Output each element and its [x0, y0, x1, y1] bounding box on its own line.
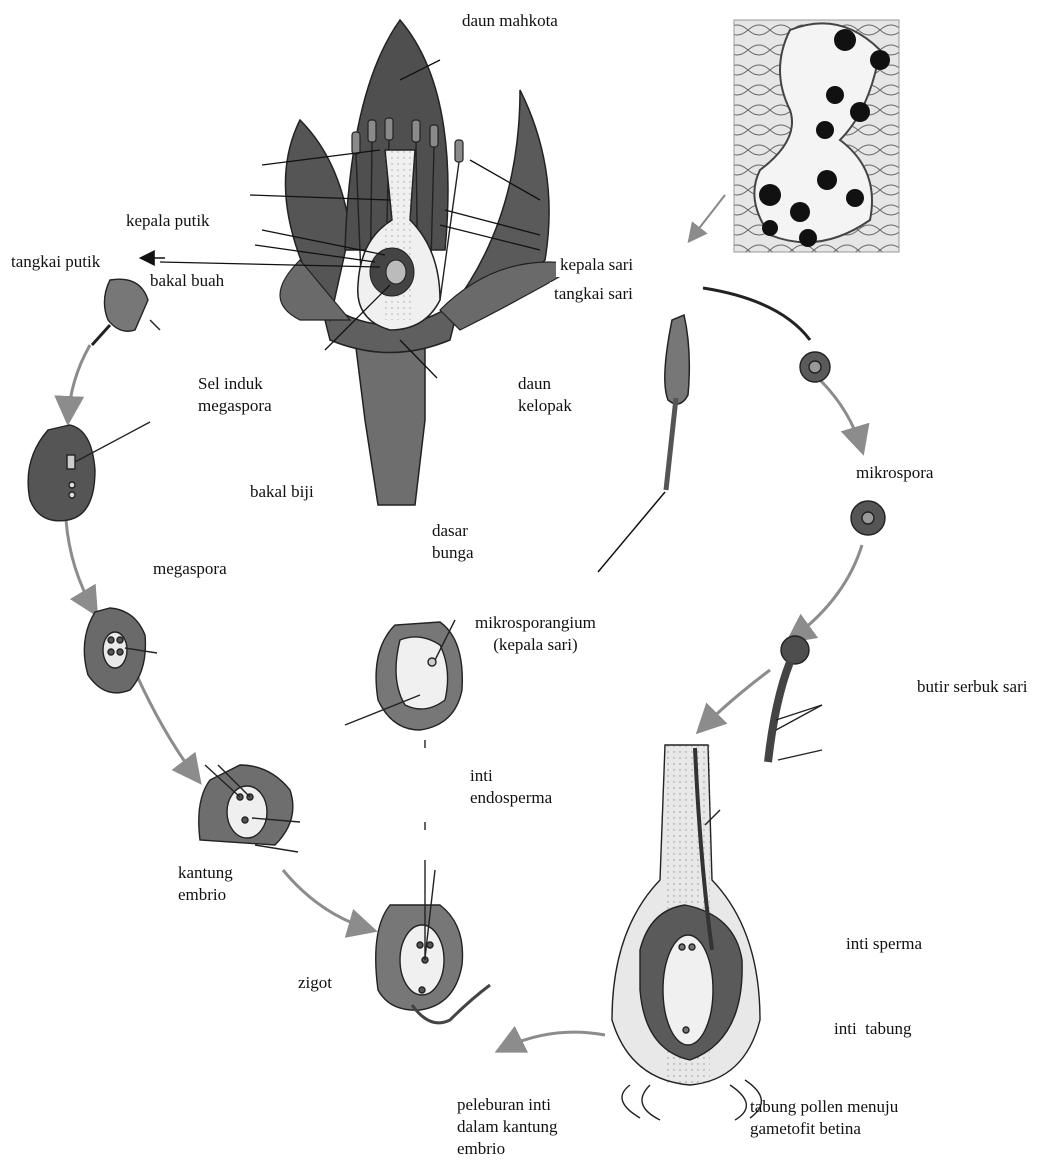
label-daun-kelopak-line1: daun — [518, 373, 572, 395]
label-inti-endosperma-line2: endosperma — [470, 787, 552, 809]
label-megaspora: megaspora — [153, 558, 227, 580]
label-kepala-putik: kepala putik — [126, 210, 210, 232]
label-peleburan-line1: peleburan inti — [457, 1094, 558, 1116]
label-kantung-embrio-line1: kantung — [178, 862, 233, 884]
label-daun-kelopak-line2: kelopak — [518, 395, 572, 417]
label-mikrospora: mikrospora — [856, 462, 933, 484]
label-tangkai-putik: tangkai putik — [7, 250, 104, 274]
label-daun-mahkota: daun mahkota — [462, 10, 558, 32]
label-bakal-biji: bakal biji — [250, 481, 314, 503]
label-inti-sperma: inti sperma — [846, 933, 922, 955]
label-tabung-pollen: tabung pollen menuju gametofit betina — [750, 1096, 898, 1140]
label-tabung-pollen-line2: gametofit betina — [750, 1118, 898, 1140]
label-inti-endosperma-line1: inti — [470, 765, 552, 787]
label-mikrosporangium-line2: (kepala sari) — [475, 634, 596, 656]
label-inti-tabung: inti tabung — [834, 1018, 911, 1040]
pollen-stages — [612, 352, 885, 1120]
label-kantung-embrio: kantung embrio — [178, 862, 233, 906]
label-tangkai-sari: tangkai sari — [550, 282, 637, 306]
label-butir-serbuk-sari: butir serbuk sari — [917, 676, 1027, 698]
stamen-illustration — [598, 315, 689, 572]
label-peleburan-line2: dalam kantung — [457, 1116, 558, 1138]
center-ovule-endosperm — [345, 620, 462, 748]
label-kantung-embrio-line2: embrio — [178, 884, 233, 906]
label-tabung-pollen-line1: tabung pollen menuju — [750, 1096, 898, 1118]
label-bakal-buah: bakal buah — [150, 270, 224, 292]
label-daun-kelopak: daun kelopak — [518, 373, 572, 417]
label-sel-induk-line1: Sel induk — [198, 373, 272, 395]
label-peleburan-line3: embrio — [457, 1138, 558, 1160]
label-peleburan-inti: peleburan inti dalam kantung embrio — [457, 1094, 558, 1160]
label-sel-induk-megaspora: Sel induk megaspora — [198, 373, 272, 417]
anther-micrograph — [690, 20, 899, 252]
label-dasar-bunga: dasar bunga — [432, 520, 474, 564]
label-dasar-bunga-line2: bunga — [432, 542, 474, 564]
label-mikrosporangium: mikrosporangium (kepala sari) — [475, 612, 596, 656]
flower-illustration — [142, 20, 580, 505]
label-zigot: zigot — [298, 972, 332, 994]
label-sel-induk-line2: megaspora — [198, 395, 272, 417]
label-mikrosporangium-line1: mikrosporangium — [475, 612, 596, 634]
label-kepala-sari: kepala sari — [556, 253, 637, 277]
label-inti-endosperma: inti endosperma — [470, 765, 552, 809]
zygote-ovule — [376, 822, 490, 1023]
label-dasar-bunga-line1: dasar — [432, 520, 474, 542]
